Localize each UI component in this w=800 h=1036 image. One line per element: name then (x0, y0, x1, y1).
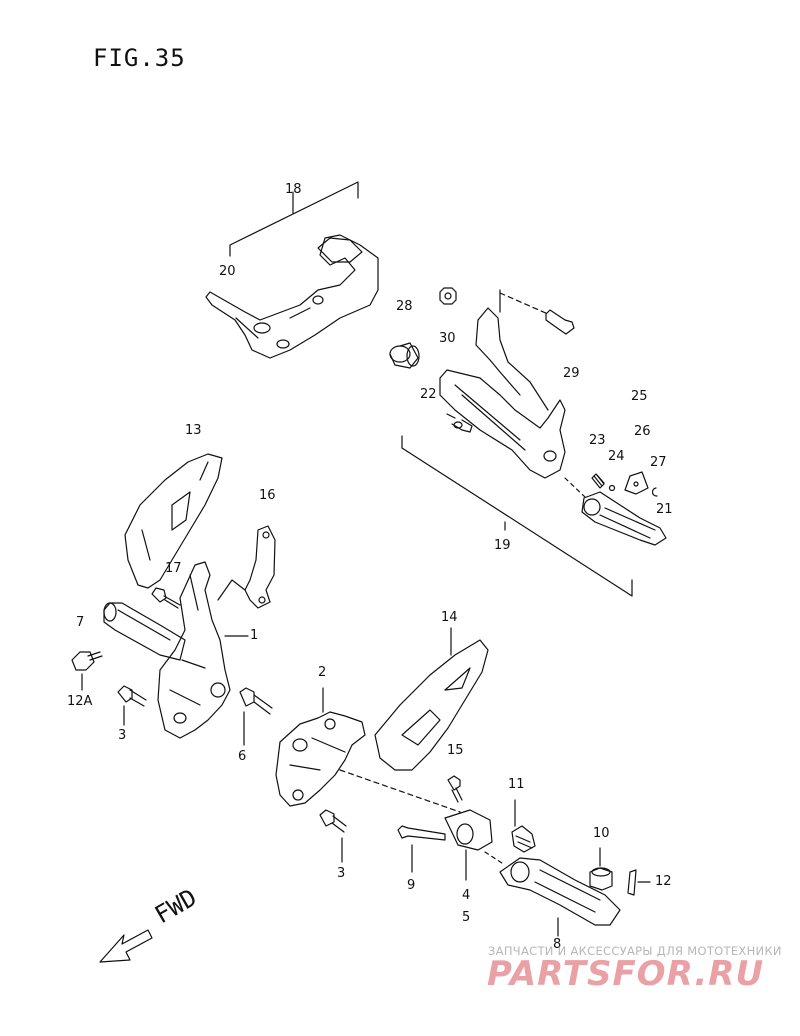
footpeg-21 (564, 477, 667, 546)
callout-1: 1 (250, 628, 259, 643)
bolt-15 (447, 775, 463, 803)
bush-4-5 (339, 769, 493, 881)
ball-24 (608, 484, 616, 492)
callout-6: 6 (238, 749, 247, 764)
bracket-assembly-18 (205, 181, 379, 359)
callout-18: 18 (285, 182, 302, 197)
bracket-2 (275, 687, 366, 807)
stay-16 (217, 525, 276, 609)
bolt-3-right (319, 809, 347, 863)
bracket-assembly-19 (401, 307, 633, 597)
callout-9: 9 (407, 878, 416, 893)
callout-21: 21 (656, 502, 673, 517)
cotter-pin-12 (627, 869, 651, 896)
fwd-arrow-icon (99, 929, 153, 963)
footpeg-7 (103, 602, 186, 661)
callout-12: 12 (655, 874, 672, 889)
callout-29: 29 (563, 366, 580, 381)
clip-27 (651, 487, 658, 497)
pin-22 (446, 413, 473, 433)
callout-3-left: 3 (118, 728, 127, 743)
callout-30: 30 (439, 331, 456, 346)
callout-12a: 12A (67, 694, 93, 709)
collar-10 (589, 847, 613, 891)
callout-3-right: 3 (337, 866, 346, 881)
callout-11: 11 (508, 777, 525, 792)
callout-8: 8 (553, 937, 562, 952)
nut-30 (439, 287, 457, 305)
callout-25: 25 (631, 389, 648, 404)
callout-17: 17 (165, 561, 182, 576)
bolt-17 (151, 587, 181, 609)
callout-26: 26 (634, 424, 651, 439)
callout-13: 13 (185, 423, 202, 438)
callout-20: 20 (219, 264, 236, 279)
bolt-12a (71, 651, 103, 691)
callout-2: 2 (318, 665, 327, 680)
callout-27: 27 (650, 455, 667, 470)
figure-title: FIG.35 (93, 44, 186, 72)
watermark-caption: ЗАПЧАСТИ И АКСЕССУАРЫ ДЛЯ МОТОТЕХНИКИ (488, 944, 782, 958)
spring-23 (591, 473, 605, 489)
bolt-6 (239, 687, 273, 746)
callout-14: 14 (441, 610, 458, 625)
callout-4: 4 (462, 888, 471, 903)
bracket-1 (157, 561, 249, 739)
bushing-28 (389, 342, 420, 369)
callout-15: 15 (447, 743, 464, 758)
bolt-29 (499, 289, 575, 335)
callout-23: 23 (589, 433, 606, 448)
bolt-3-left (117, 685, 147, 726)
heel-guard-14 (374, 627, 489, 771)
pin-9 (397, 825, 446, 873)
callout-16: 16 (259, 488, 276, 503)
callout-5: 5 (462, 910, 471, 925)
callout-22: 22 (420, 387, 437, 402)
callout-10: 10 (593, 826, 610, 841)
spring-11 (511, 799, 536, 853)
footpeg-8 (484, 851, 621, 937)
callout-28: 28 (396, 299, 413, 314)
callout-19: 19 (494, 538, 511, 553)
callout-24: 24 (608, 449, 625, 464)
watermark-logo: PARTSFOR.RU (487, 954, 765, 994)
callout-7: 7 (76, 615, 85, 630)
heel-guard-13 (124, 453, 223, 589)
plate-26 (624, 471, 649, 495)
